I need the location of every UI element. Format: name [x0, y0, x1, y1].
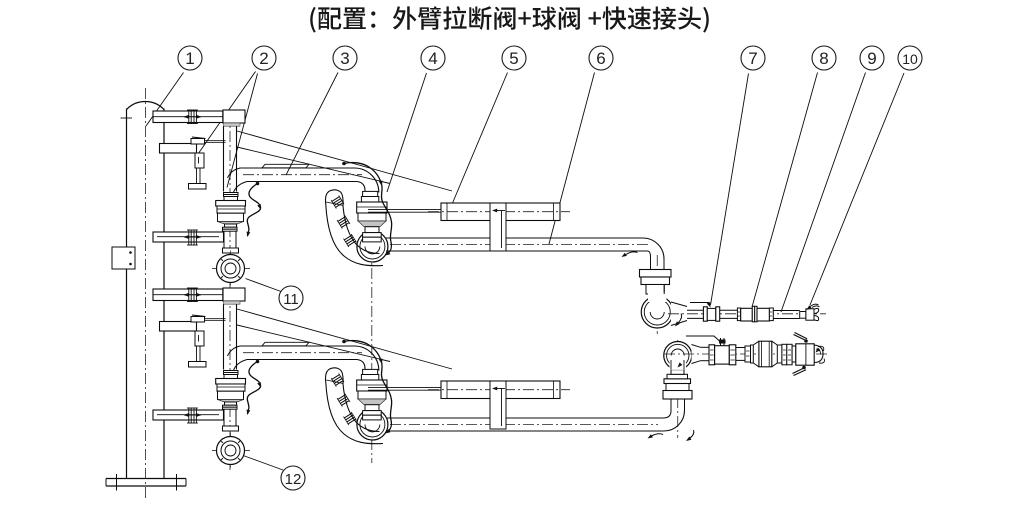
svg-text:9: 9 [867, 49, 876, 68]
svg-text:8: 8 [819, 49, 828, 68]
svg-text:10: 10 [902, 51, 918, 67]
svg-text:5: 5 [509, 49, 518, 68]
svg-text:2: 2 [259, 49, 268, 68]
svg-text:12: 12 [285, 471, 302, 488]
svg-text:1: 1 [185, 49, 194, 68]
svg-text:6: 6 [596, 49, 605, 68]
svg-text:11: 11 [283, 291, 299, 308]
svg-text:4: 4 [428, 49, 437, 68]
svg-text:7: 7 [748, 49, 757, 68]
svg-text:3: 3 [340, 49, 349, 68]
